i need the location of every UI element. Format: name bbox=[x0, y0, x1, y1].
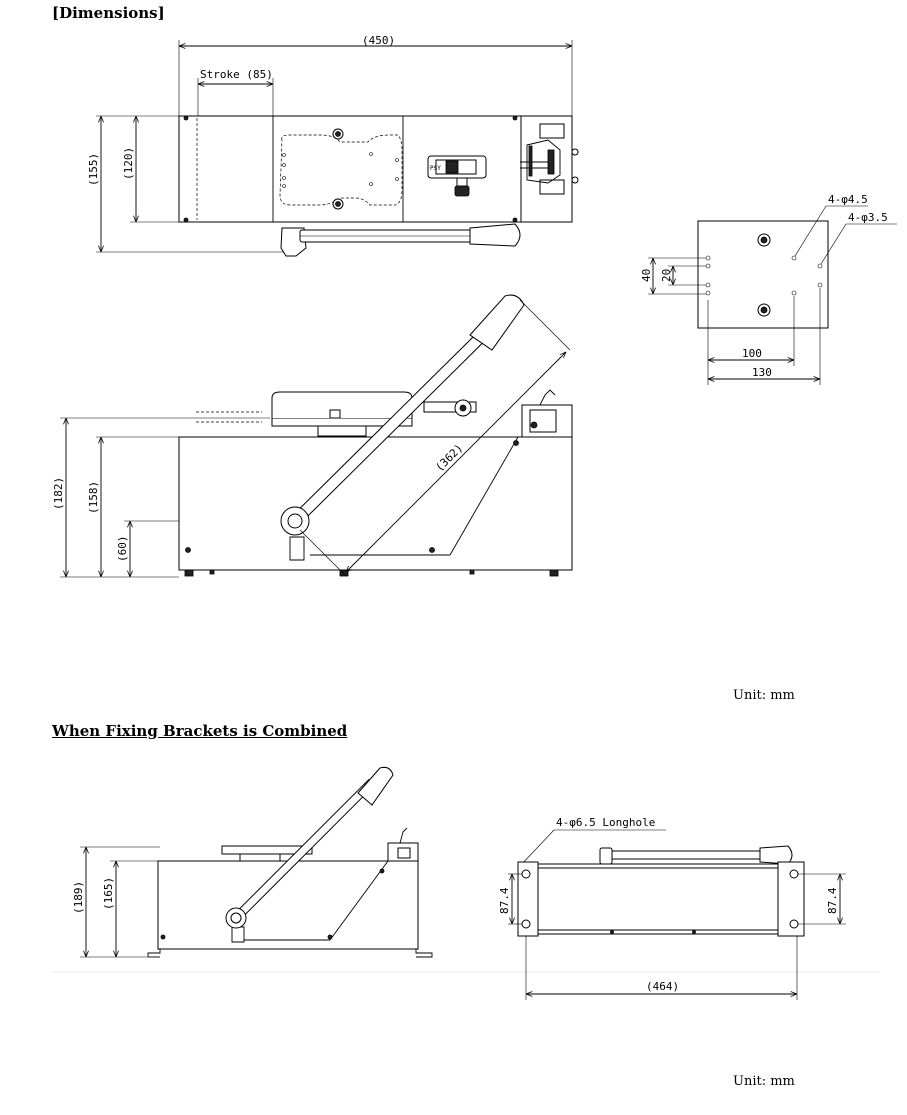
bracket-left-874: 87.4 bbox=[498, 887, 511, 914]
hole-callout-b: 4-φ3.5 bbox=[848, 211, 888, 224]
plate-dim-20: 20 bbox=[660, 269, 673, 282]
plate-dim-130: 130 bbox=[752, 366, 772, 379]
unit-label-top: Unit: mm bbox=[733, 688, 795, 703]
top-length-dim: (450) bbox=[362, 34, 395, 47]
unit-label-bottom: Unit: mm bbox=[733, 1074, 795, 1089]
bracket-length-464: (464) bbox=[646, 980, 679, 993]
top-view: (450) Stroke (85) (155) (120) bbox=[87, 34, 579, 257]
bracket-right-874: 87.4 bbox=[826, 887, 839, 914]
top-height-inner-dim: (120) bbox=[122, 147, 135, 180]
dimensions-heading: [Dimensions] bbox=[52, 4, 165, 22]
hole-callout-a: 4-φ4.5 bbox=[828, 193, 868, 206]
svg-text:PSY: PSY bbox=[430, 165, 441, 172]
bracket-top-view: 4-φ6.5 Longhole 87.4 87.4 (464) bbox=[50, 816, 880, 1000]
bracket-height-165: (165) bbox=[102, 877, 115, 910]
side-height-158: (158) bbox=[87, 481, 100, 514]
plate-dim-100: 100 bbox=[742, 347, 762, 360]
longhole-callout: 4-φ6.5 Longhole bbox=[556, 816, 655, 829]
brackets-heading: When Fixing Brackets is Combined bbox=[52, 722, 348, 740]
side-height-60: (60) bbox=[116, 536, 129, 563]
bracket-height-189: (189) bbox=[72, 881, 85, 914]
top-height-outer-dim: (155) bbox=[87, 153, 100, 186]
plate-view: 4-φ4.5 4-φ3.5 40 20 100 130 bbox=[640, 193, 897, 385]
stroke-dim: Stroke (85) bbox=[200, 68, 273, 81]
side-view: (182) (158) (60) bbox=[52, 294, 573, 578]
bracket-side-view: (189) (165) bbox=[72, 766, 433, 958]
plate-dim-40: 40 bbox=[640, 269, 653, 282]
side-height-182: (182) bbox=[52, 477, 65, 510]
